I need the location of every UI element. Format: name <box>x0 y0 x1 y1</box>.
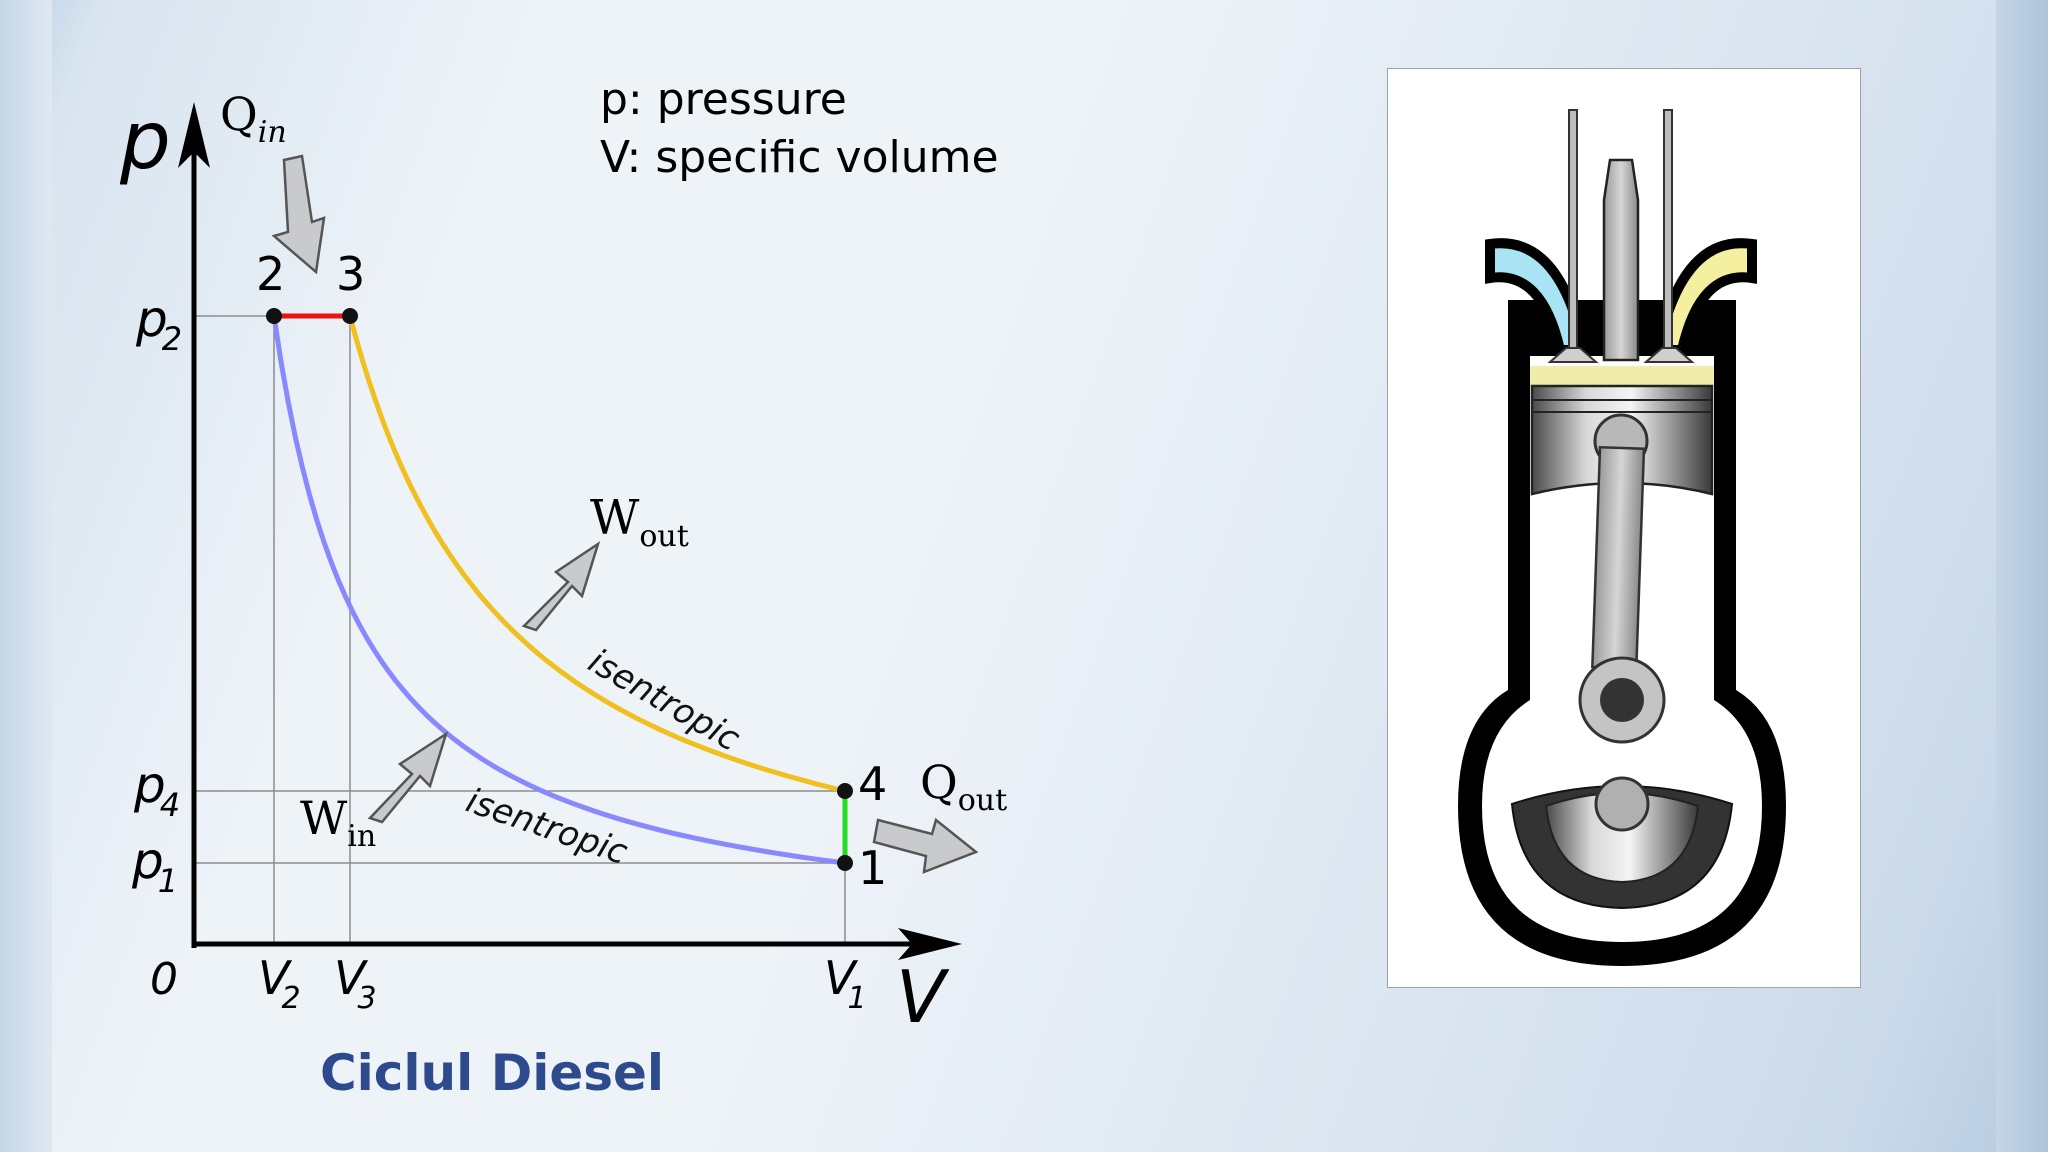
arrow-q-out <box>872 817 979 874</box>
exhaust-valve-head <box>1643 347 1695 363</box>
left-decor-band <box>0 0 52 1152</box>
intake-port <box>1485 238 1591 355</box>
crank-pin <box>1600 678 1644 722</box>
tick-label-p4: p4 <box>133 756 180 824</box>
origin-label: 0 <box>150 954 178 1005</box>
y-axis-arrowhead <box>178 102 210 168</box>
curve-expansion-3-4 <box>347 315 846 794</box>
point-label-3: 3 <box>336 247 365 301</box>
exhaust-valve-stem <box>1663 109 1673 357</box>
tick-label-v2: V2 <box>258 951 301 1016</box>
y-axis-label: p <box>119 94 171 187</box>
engine-illustration-frame <box>1387 68 1861 988</box>
intake-valve-head <box>1547 347 1599 363</box>
curve-compression-1-2 <box>271 315 846 866</box>
x-axis-label: V <box>896 955 950 1039</box>
pv-diagram: 2 3 4 1 p V 0 p2 p4 p1 V2 V3 V1 p: press… <box>119 74 1007 1102</box>
arrow-q-in <box>271 154 326 275</box>
label-w-in: Win <box>300 791 376 854</box>
label-w-out: Wout <box>590 490 689 554</box>
tick-label-p2: p2 <box>135 290 182 358</box>
tick-label-v3: V3 <box>334 951 377 1016</box>
state-point-1 <box>837 855 853 871</box>
connecting-rod <box>1591 445 1646 670</box>
tick-label-p1: p1 <box>131 832 178 900</box>
tick-label-v1: V1 <box>824 951 867 1016</box>
slide-caption: Ciclul Diesel <box>320 1044 664 1102</box>
point-label-2: 2 <box>256 247 285 301</box>
point-label-4: 4 <box>858 757 887 811</box>
state-point-4 <box>837 783 853 799</box>
combustion-chamber <box>1530 366 1714 386</box>
state-point-2 <box>266 308 282 324</box>
label-q-in: Qin <box>220 87 287 150</box>
x-axis-arrowhead <box>898 928 962 960</box>
fuel-injector <box>1602 158 1640 362</box>
legend-volume: V: specific volume <box>600 132 999 183</box>
legend-pressure: p: pressure <box>600 74 847 125</box>
diesel-engine-cylinder-icon <box>1458 109 1786 966</box>
arrow-w-out <box>521 541 601 632</box>
arrow-w-in <box>367 731 449 824</box>
crankshaft-center <box>1594 776 1650 832</box>
cylinder-outline <box>1458 300 1786 966</box>
point-label-1: 1 <box>858 841 887 895</box>
right-decor-band <box>1996 0 2048 1152</box>
intake-valve-stem <box>1568 109 1578 357</box>
state-point-3 <box>342 308 358 324</box>
exhaust-port <box>1651 238 1757 355</box>
label-q-out: Qout <box>920 755 1007 818</box>
